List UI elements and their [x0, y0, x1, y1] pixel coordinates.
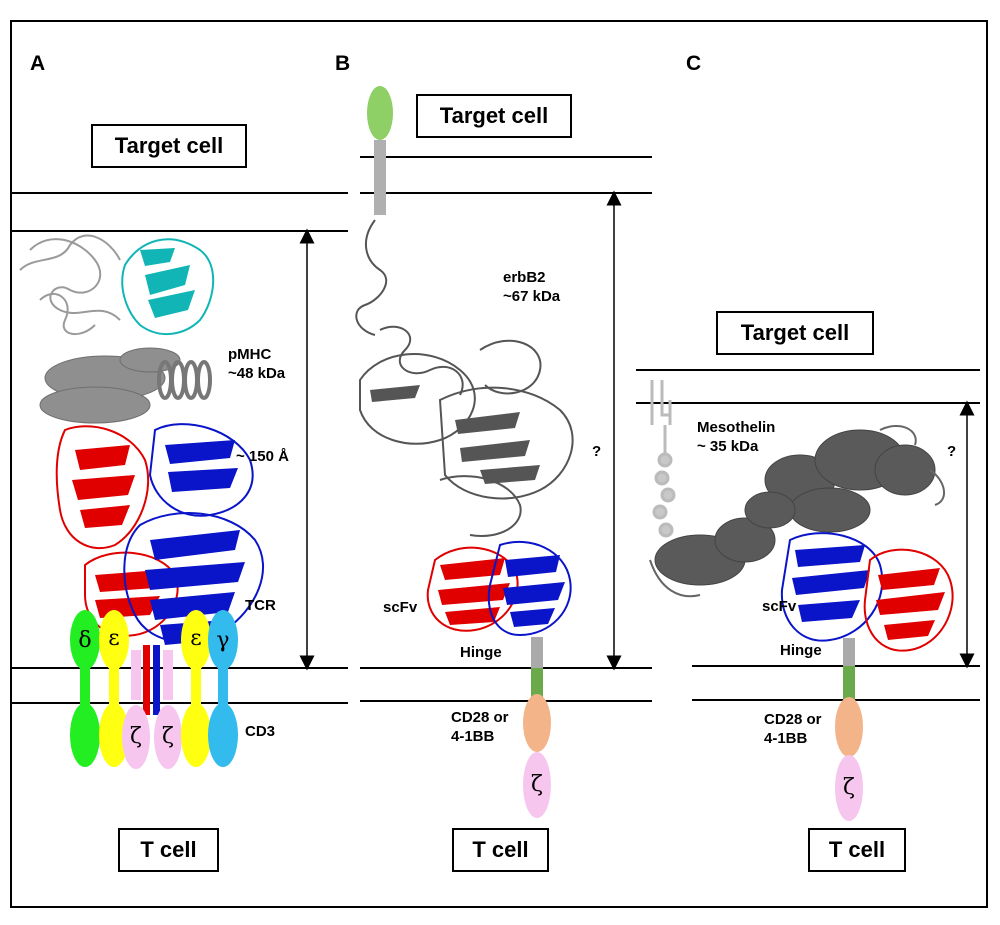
gamma-symbol: γ — [216, 628, 230, 653]
distance-label-c: ? — [947, 443, 957, 460]
delta-symbol: δ — [78, 628, 92, 653]
cd3-epsilon-left — [99, 610, 129, 767]
epsilon-symbol-left: ε — [108, 626, 120, 651]
target-cell-label-a: Target cell — [91, 124, 247, 168]
tcr-label: TCR — [245, 597, 276, 614]
scfv-b-blue — [487, 540, 572, 637]
panel-letter-c: C — [686, 52, 702, 75]
scfv-c-red — [863, 548, 954, 652]
panel-a-membranes — [12, 192, 348, 704]
mesothelin-loops — [649, 425, 945, 598]
mesothelin-anchor — [650, 380, 676, 538]
zeta-symbol-c: ζ — [843, 775, 855, 800]
distance-label-a: ~ 150 Å — [236, 448, 289, 465]
epsilon-symbol-right: ε — [190, 626, 202, 651]
scfv-label-b: scFv — [383, 599, 418, 616]
target-cell-label-c: Target cell — [716, 311, 874, 355]
costim-b-line2: 4-1BB — [451, 728, 495, 745]
mhc-helices — [39, 347, 181, 424]
zeta-symbol-left: ζ — [130, 724, 142, 749]
mhc-coil — [157, 360, 212, 400]
cd3-label: CD3 — [245, 723, 276, 740]
distance-label-b: ? — [592, 443, 602, 460]
costim-c-line1: CD28 or — [764, 711, 822, 728]
cd3-gamma — [208, 610, 238, 767]
cd3-epsilon-right — [181, 610, 211, 767]
erbb2-anchor-green — [367, 86, 393, 140]
cd3-zeta-right — [154, 650, 182, 769]
erbb2-label: erbB2 ~67 kDa — [503, 268, 560, 306]
mesothelin-label: Mesothelin ~ 35 kDa — [697, 418, 775, 456]
panel-c-membranes — [636, 369, 980, 701]
panel-letter-b: B — [335, 52, 351, 75]
tm-b — [531, 668, 543, 701]
costim-c-line2: 4-1BB — [764, 730, 808, 747]
pmhc-name: pMHC — [228, 346, 272, 363]
scfv-label-c: scFv — [762, 598, 797, 615]
hinge-c — [843, 638, 855, 668]
scfv-c-blue — [780, 532, 884, 642]
zeta-c — [835, 755, 863, 821]
erbb2-sheets — [370, 385, 540, 484]
cd3-delta — [70, 610, 100, 767]
hinge-label-b: Hinge — [460, 644, 502, 661]
costim-b — [523, 694, 551, 752]
pmhc-size: ~48 kDa — [228, 365, 286, 382]
b2m-structure — [121, 238, 215, 336]
t-cell-label-b: T cell — [452, 828, 549, 872]
erbb2-structure — [355, 219, 574, 537]
figure-frame — [10, 20, 988, 908]
t-cell-label-a: T cell — [118, 828, 219, 872]
costim-label-b: CD28 or 4-1BB — [451, 708, 509, 746]
mesothelin-size: ~ 35 kDa — [697, 438, 759, 455]
hinge-b — [531, 637, 543, 669]
pmhc-label: pMHC ~48 kDa — [228, 345, 285, 383]
tm-c — [843, 666, 855, 700]
costim-label-c: CD28 or 4-1BB — [764, 710, 822, 748]
mesothelin-structure — [654, 429, 936, 586]
panel-b-membranes — [360, 156, 652, 702]
panel-letter-a: A — [30, 52, 46, 75]
t-cell-label-c: T cell — [808, 828, 906, 872]
erbb2-stalk — [374, 140, 386, 215]
scfv-b-red — [426, 546, 519, 632]
tcr-alpha-tm — [143, 645, 150, 715]
pmhc-structure — [19, 234, 121, 335]
tcr-beta-tm — [153, 645, 160, 715]
mesothelin-name: Mesothelin — [697, 419, 776, 436]
zeta-b — [523, 752, 551, 818]
costim-c — [835, 697, 863, 757]
zeta-symbol-right: ζ — [162, 724, 174, 749]
erbb2-size: ~67 kDa — [503, 288, 561, 305]
cd3-zeta-left — [122, 650, 150, 769]
erbb2-name: erbB2 — [503, 269, 546, 286]
hinge-label-c: Hinge — [780, 642, 822, 659]
target-cell-label-b: Target cell — [416, 94, 572, 138]
costim-b-line1: CD28 or — [451, 709, 509, 726]
zeta-symbol-b: ζ — [531, 772, 543, 797]
